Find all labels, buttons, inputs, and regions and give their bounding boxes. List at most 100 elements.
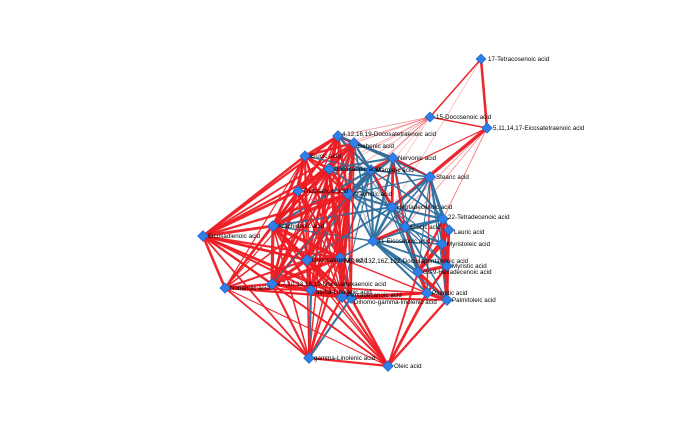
graph-edge	[392, 157, 419, 273]
graph-node[interactable]	[335, 290, 349, 304]
graph-edge	[297, 190, 312, 291]
graph-edge	[392, 157, 444, 220]
graph-node[interactable]	[387, 152, 399, 164]
graph-edge	[372, 225, 406, 243]
graph-node[interactable]	[299, 150, 311, 162]
graph-edge	[346, 193, 353, 299]
graph-edge	[339, 116, 431, 259]
graph-node[interactable]	[420, 286, 434, 300]
graph-node[interactable]	[265, 277, 279, 291]
graph-edge	[202, 154, 306, 238]
graph-edge	[271, 256, 341, 286]
graph-edge	[328, 157, 394, 170]
graph-edge	[370, 169, 419, 273]
graph-edge	[404, 226, 448, 301]
graph-edge	[404, 127, 488, 228]
graph-edge	[202, 189, 299, 238]
graph-node[interactable]	[305, 284, 317, 296]
graph-edge	[308, 257, 341, 359]
graph-edge	[306, 259, 389, 367]
graph-edge	[201, 235, 227, 289]
graph-node[interactable]	[441, 260, 453, 272]
graph-node[interactable]	[345, 292, 357, 304]
graph-node[interactable]	[367, 235, 379, 247]
graph-node[interactable]	[303, 352, 315, 364]
graph-node[interactable]	[334, 252, 346, 264]
graph-node[interactable]	[323, 163, 335, 175]
graph-node[interactable]	[399, 221, 411, 233]
graph-edge	[297, 190, 341, 259]
graph-edge	[224, 259, 308, 289]
graph-edge	[349, 297, 390, 367]
graph-edge	[353, 116, 431, 144]
edge-layer	[201, 58, 489, 368]
graph-edge	[429, 176, 448, 267]
graph-edge	[391, 176, 431, 208]
graph-edge	[297, 116, 431, 192]
graph-node[interactable]	[475, 53, 487, 65]
graph-node[interactable]	[365, 164, 377, 176]
graph-edge	[347, 193, 406, 228]
graph-edge	[308, 296, 343, 359]
graph-edge	[426, 265, 448, 294]
graph-node[interactable]	[197, 230, 209, 242]
graph-edge	[202, 192, 349, 238]
graph-edge	[202, 142, 355, 237]
graph-edge	[340, 193, 350, 298]
graph-edge	[328, 168, 352, 299]
graph-edge	[304, 155, 312, 291]
graph-edge	[224, 287, 389, 367]
graph-node[interactable]	[219, 282, 231, 294]
graph-edge	[202, 235, 308, 261]
graph-node[interactable]	[443, 224, 455, 236]
graph-edge	[390, 157, 395, 208]
graph-edge	[387, 299, 448, 367]
graph-node[interactable]	[424, 111, 436, 123]
graph-edge	[306, 206, 393, 261]
graph-edge	[371, 157, 395, 242]
graph-edge	[308, 356, 389, 368]
graph-edge	[429, 176, 448, 301]
graph-node[interactable]	[266, 219, 280, 233]
graph-edge	[416, 243, 444, 273]
graph-edge	[404, 226, 448, 267]
graph-edge	[272, 225, 310, 359]
graph-node[interactable]	[423, 170, 437, 184]
graph-edge	[391, 206, 443, 245]
graph-edge	[339, 257, 428, 294]
graph-edge	[386, 292, 429, 367]
graph-edge	[304, 141, 355, 158]
graph-edge	[304, 155, 352, 299]
graph-node[interactable]	[436, 238, 448, 250]
graph-edge	[270, 225, 275, 285]
graph-edge	[272, 169, 372, 227]
graph-node[interactable]	[412, 266, 424, 278]
graph-node[interactable]	[332, 130, 344, 142]
graph-node[interactable]	[481, 122, 493, 134]
graph-node[interactable]	[292, 185, 304, 197]
graph-edge	[310, 142, 355, 291]
graph-edge	[224, 287, 310, 359]
graph-edge	[372, 240, 428, 294]
graph-edge	[372, 240, 448, 301]
graph-edge	[306, 259, 310, 359]
graph-edge	[271, 283, 428, 294]
graph-node[interactable]	[300, 253, 314, 267]
graph-edge	[426, 176, 431, 294]
graph-edge	[371, 206, 394, 242]
graph-node[interactable]	[382, 360, 394, 372]
graph-edge	[370, 169, 431, 178]
graph-node[interactable]	[348, 137, 360, 149]
graph-edge	[347, 192, 393, 209]
graph-node[interactable]	[436, 212, 450, 226]
node-layer	[197, 53, 493, 372]
graph-edge	[370, 169, 444, 220]
graph-node[interactable]	[341, 187, 355, 201]
graph-edge	[271, 283, 310, 359]
graph-node[interactable]	[441, 294, 453, 306]
graph-edge	[272, 116, 431, 227]
graph-edge	[271, 169, 372, 285]
graph-node[interactable]	[386, 201, 398, 213]
